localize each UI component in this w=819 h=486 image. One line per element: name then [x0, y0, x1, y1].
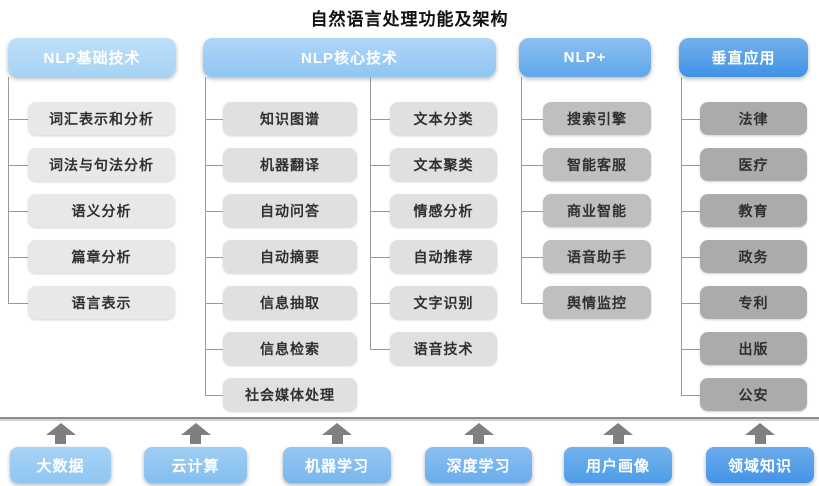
nlp-core-left-item: 知识图谱	[223, 102, 357, 135]
connector-stub	[370, 302, 390, 304]
connector-stub	[681, 302, 700, 304]
nlp-core-right-item: 语音技术	[390, 332, 497, 365]
nlp-plus-item: 搜索引擎	[543, 102, 651, 135]
nlp-plus-item: 智能客服	[543, 148, 651, 181]
up-arrow-icon	[180, 423, 211, 444]
up-arrow-stem	[55, 435, 66, 444]
connector-stub	[370, 164, 390, 166]
foundation-box: 云计算	[144, 447, 247, 483]
connector-line	[205, 77, 206, 395]
foundation-box: 深度学习	[425, 447, 532, 483]
vertical-apps-item: 政务	[700, 240, 807, 273]
nlp-core-left-item: 信息抽取	[223, 286, 357, 319]
up-arrow-stem	[331, 435, 343, 444]
up-arrow-head	[322, 423, 352, 435]
connector-stub	[370, 348, 390, 350]
up-arrow-head	[603, 423, 633, 435]
connector-stub	[205, 164, 223, 166]
nlp-plus-item: 舆情监控	[543, 286, 651, 319]
connector-line	[521, 77, 522, 303]
foundation-box: 用户画像	[564, 447, 672, 483]
nlp-core-right-item: 文本分类	[390, 102, 497, 135]
connector-stub	[8, 118, 28, 120]
nlp-basic-item: 词法与句法分析	[28, 148, 175, 181]
up-arrow-icon	[45, 423, 76, 444]
connector-stub	[205, 348, 223, 350]
nlp-basic-item: 词汇表示和分析	[28, 102, 175, 135]
connector-stub	[681, 118, 700, 120]
up-arrow-stem	[612, 435, 624, 444]
up-arrow-icon	[463, 423, 494, 444]
vertical-apps-item: 专利	[700, 286, 807, 319]
connector-stub	[8, 256, 28, 258]
nlp-core-left-item: 社会媒体处理	[223, 378, 357, 411]
connector-stub	[681, 256, 700, 258]
nlp-core-left-item: 自动问答	[223, 194, 357, 227]
connector-stub	[521, 210, 543, 212]
connector-stub	[8, 164, 28, 166]
up-arrow-icon	[603, 423, 633, 444]
nlp-core-right-item: 情感分析	[390, 194, 497, 227]
connector-stub	[8, 210, 28, 212]
nlp-plus-item: 商业智能	[543, 194, 651, 227]
diagram-title: 自然语言处理功能及架构	[310, 10, 509, 29]
connector-stub	[370, 210, 390, 212]
connector-stub	[370, 118, 390, 120]
connector-stub	[370, 256, 390, 258]
connector-stub	[521, 118, 543, 120]
nlp-core-right-item: 文字识别	[390, 286, 497, 319]
nlp-core-left-item: 机器翻译	[223, 148, 357, 181]
up-arrow-icon	[745, 423, 775, 444]
connector-stub	[681, 394, 700, 396]
foundation-box: 领域知识	[706, 447, 814, 483]
connector-stub	[205, 302, 223, 304]
up-arrow-icon	[322, 423, 352, 444]
up-arrow-head	[180, 423, 211, 435]
connector-line	[681, 77, 682, 395]
up-arrow-stem	[754, 435, 766, 444]
connector-stub	[205, 118, 223, 120]
vertical-apps-item: 法律	[700, 102, 807, 135]
header-nlp-core: NLP核心技术	[203, 38, 496, 77]
nlp-plus-item: 语音助手	[543, 240, 651, 273]
up-arrow-head	[463, 423, 494, 435]
divider-line	[0, 417, 819, 419]
connector-stub	[205, 256, 223, 258]
nlp-core-right-item: 自动推荐	[390, 240, 497, 273]
up-arrow-head	[745, 423, 775, 435]
connector-line	[370, 77, 371, 349]
header-vertical-apps: 垂直应用	[679, 38, 808, 77]
connector-line	[8, 77, 9, 303]
connector-stub	[205, 210, 223, 212]
nlp-basic-item: 语言表示	[28, 286, 175, 319]
vertical-apps-item: 医疗	[700, 148, 807, 181]
up-arrow-head	[45, 423, 76, 435]
nlp-core-left-item: 自动摘要	[223, 240, 357, 273]
connector-stub	[681, 210, 700, 212]
header-nlp-plus: NLP+	[519, 38, 651, 77]
vertical-apps-item: 出版	[700, 332, 807, 365]
connector-stub	[521, 302, 543, 304]
connector-stub	[521, 164, 543, 166]
vertical-apps-item: 教育	[700, 194, 807, 227]
nlp-basic-item: 篇章分析	[28, 240, 175, 273]
foundation-box: 机器学习	[283, 447, 391, 483]
foundation-box: 大数据	[10, 447, 111, 483]
up-arrow-stem	[190, 435, 201, 444]
vertical-apps-item: 公安	[700, 378, 807, 411]
connector-stub	[681, 348, 700, 350]
up-arrow-stem	[473, 435, 484, 444]
header-nlp-basic: NLP基础技术	[8, 38, 176, 77]
connector-stub	[521, 256, 543, 258]
nlp-core-left-item: 信息检索	[223, 332, 357, 365]
nlp-core-right-item: 文本聚类	[390, 148, 497, 181]
connector-stub	[205, 394, 223, 396]
connector-stub	[681, 164, 700, 166]
connector-stub	[8, 302, 28, 304]
nlp-basic-item: 语义分析	[28, 194, 175, 227]
